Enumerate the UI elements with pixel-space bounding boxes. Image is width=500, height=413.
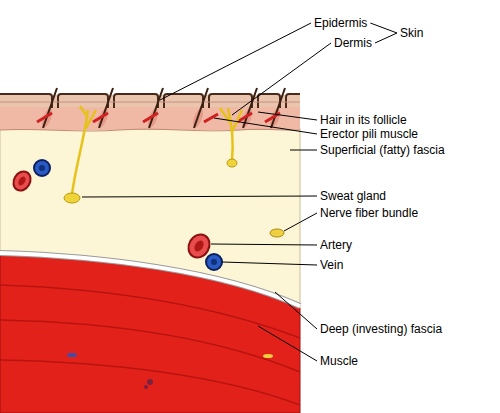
- small-vessel: [147, 379, 153, 385]
- vein-lumen: [39, 165, 45, 171]
- leader-line: [160, 23, 311, 100]
- hairs: [37, 88, 285, 129]
- leader-line: [290, 150, 317, 151]
- part-label: Dermis: [334, 36, 372, 50]
- erector-muscle: [93, 113, 108, 122]
- hair-shaft: [149, 88, 163, 128]
- part-label: Skin: [400, 26, 423, 40]
- label-holder: Skin: [400, 23, 423, 41]
- hair: [265, 88, 285, 129]
- skin-block: [258, 94, 280, 108]
- fat-layer: [0, 128, 300, 308]
- leader-line: [214, 118, 317, 134]
- label-holder: Erector pili muscle: [320, 124, 418, 142]
- part-label: Deep (investing) fascia: [320, 322, 442, 336]
- part-label: Erector pili muscle: [320, 127, 418, 141]
- sweat-duct: [72, 110, 88, 194]
- part-label: Nerve fiber bundle: [320, 206, 418, 220]
- bracket-line: [375, 33, 397, 43]
- part-label: Epidermis: [314, 16, 367, 30]
- part-label: Hair in its follicle: [320, 113, 407, 127]
- artery-lumen: [17, 175, 27, 187]
- sweat-duct: [228, 108, 233, 160]
- skin-block: [58, 94, 108, 108]
- sweat-duct: [80, 106, 88, 118]
- erector-muscle: [143, 113, 158, 122]
- bracket-line: [370, 23, 397, 33]
- label-holder: Muscle: [320, 351, 358, 369]
- deep-fascia: [0, 253, 300, 306]
- hair-shaft: [271, 88, 285, 128]
- vein: [206, 254, 222, 270]
- muscle-fiber: [0, 285, 300, 338]
- hair: [37, 88, 57, 129]
- vein: [34, 160, 50, 176]
- label-holder: Nerve fiber bundle: [320, 203, 418, 221]
- skin-block: [114, 94, 158, 108]
- hair: [191, 88, 218, 129]
- leader-line: [258, 112, 317, 120]
- small-nerve: [263, 354, 273, 358]
- label-holder: Deep (investing) fascia: [320, 319, 442, 337]
- sweat-gland: [64, 193, 80, 203]
- leader-line: [284, 213, 317, 231]
- sweat-ducts: [72, 106, 242, 194]
- label-holder: Dermis: [334, 33, 372, 51]
- hair-shaft: [243, 88, 257, 128]
- skin-block: [164, 94, 203, 108]
- artery: [10, 168, 34, 193]
- part-label: Muscle: [320, 354, 358, 368]
- nerve-bundle: [270, 229, 284, 237]
- label-holder: Vein: [320, 255, 343, 273]
- label-holder: Superficial (fatty) fascia: [320, 140, 445, 158]
- sweat-duct: [220, 108, 231, 124]
- leader-line: [211, 244, 317, 245]
- leader-line: [82, 196, 317, 197]
- muscle-fiber: [0, 320, 300, 372]
- leader-line: [222, 262, 317, 265]
- small-vessel: [144, 385, 148, 389]
- muscle-fibers: [0, 285, 300, 405]
- deep-fascia-edge: [0, 253, 300, 306]
- dermis-edge: [0, 129, 300, 131]
- label-holder: Sweat gland: [320, 186, 386, 204]
- small-vessel: [67, 353, 77, 357]
- label-holder: Hair in its follicle: [320, 110, 407, 128]
- sweat-gland: [227, 159, 237, 167]
- vein-lumen: [211, 259, 217, 265]
- skin-block: [286, 94, 300, 108]
- skin-block: [0, 94, 52, 108]
- skin-block: [209, 94, 252, 108]
- label-holder: Epidermis: [314, 13, 367, 31]
- leader-line: [232, 43, 331, 115]
- artery-lumen: [193, 239, 206, 253]
- hair-shaft: [99, 88, 113, 128]
- leader-line: [258, 326, 317, 361]
- epidermis-line: [0, 102, 300, 103]
- sweat-duct: [86, 110, 96, 128]
- hair: [93, 88, 113, 129]
- erector-muscle: [37, 113, 52, 122]
- part-label: Vein: [320, 258, 343, 272]
- epidermis-layer: [0, 95, 300, 107]
- muscle-fiber: [0, 360, 300, 405]
- hair-shaft: [43, 88, 57, 128]
- label-holder: Artery: [320, 235, 352, 253]
- leader-line: [275, 292, 317, 329]
- hair: [143, 88, 163, 129]
- part-label: Artery: [320, 238, 352, 252]
- part-label: Superficial (fatty) fascia: [320, 143, 445, 157]
- part-label: Sweat gland: [320, 189, 386, 203]
